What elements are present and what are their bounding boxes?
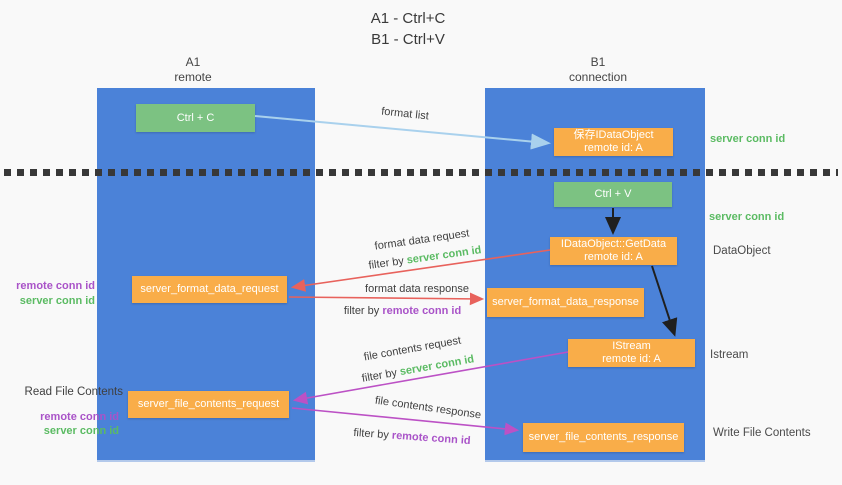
left-conn-labels-2: remote conn id server conn id	[0, 410, 119, 438]
label-file-contents-response: file contents response	[374, 394, 482, 422]
node-ctrl-c: Ctrl + C	[136, 104, 255, 132]
node-getdata: IDataObject::GetData remote id: A	[550, 237, 677, 265]
node-format-request: server_format_data_request	[132, 276, 287, 303]
diagram-title: A1 - Ctrl+C B1 - Ctrl+V	[308, 8, 508, 50]
left-column-name: A1	[185, 55, 201, 69]
node-getdata-line2: remote id: A	[584, 251, 643, 263]
label-dataobject: DataObject	[713, 245, 771, 257]
label-server-conn-id-1: server conn id	[19, 295, 95, 307]
right-column-name: B1	[590, 55, 606, 69]
node-file-request: server_file_contents_request	[128, 391, 289, 418]
right-column-header: B1 connection	[538, 55, 658, 85]
label-remote-conn-id-1: remote conn id	[16, 280, 95, 292]
label-filter-server-1-prefix: filter by	[367, 254, 408, 272]
label-read-file-contents: Read File Contents	[24, 386, 123, 398]
node-format-response-label: server_format_data_response	[492, 296, 639, 308]
label-filter-server-2-prefix: filter by	[360, 366, 401, 385]
label-filter-remote-2-prefix: filter by	[353, 426, 393, 442]
left-column-header: A1 remote	[133, 55, 253, 85]
node-save-dataobject-line2: remote id: A	[584, 142, 643, 154]
node-getdata-line1: IDataObject::GetData	[560, 238, 667, 250]
label-remote-conn-id-2: remote conn id	[40, 411, 119, 423]
node-ctrl-v-label: Ctrl + V	[594, 188, 632, 200]
node-format-request-label: server_format_data_request	[140, 283, 279, 295]
label-filter-remote-2-value: remote conn id	[391, 429, 471, 448]
label-filter-server-2-value: server conn id	[398, 353, 476, 379]
node-file-request-label: server_file_contents_request	[137, 398, 280, 410]
node-ctrl-v: Ctrl + V	[554, 182, 672, 207]
node-save-dataobject-line1: 保存IDataObject	[573, 129, 654, 141]
node-istream-line2: remote id: A	[602, 353, 661, 365]
left-column-subtitle: remote	[174, 70, 212, 84]
label-format-data-response: format data response	[365, 283, 469, 295]
node-file-response: server_file_contents_response	[523, 423, 684, 452]
label-filter-remote-1-prefix: filter by	[343, 305, 383, 317]
node-istream-line1: IStream	[612, 340, 651, 352]
label-server-conn-id-mid: server conn id	[709, 211, 785, 223]
label-filter-remote-1: filter by remote conn id	[335, 305, 470, 317]
label-write-file-contents: Write File Contents	[713, 427, 811, 439]
title-line-1: A1 - Ctrl+C	[370, 10, 446, 27]
label-filter-remote-1-value: remote conn id	[382, 305, 462, 317]
left-conn-labels-1: remote conn id server conn id	[0, 279, 95, 309]
node-ctrl-c-label: Ctrl + C	[176, 111, 215, 124]
right-column-subtitle: connection	[568, 70, 628, 84]
arrow-format-data-response	[288, 292, 485, 306]
node-format-response: server_format_data_response	[487, 288, 644, 317]
node-save-dataobject: 保存IDataObject remote id: A	[554, 128, 673, 156]
label-filter-remote-2: filter by remote conn id	[342, 426, 482, 448]
dashed-divider	[4, 169, 838, 176]
label-filter-server-1-value: server conn id	[405, 244, 483, 267]
label-server-conn-id-2: server conn id	[43, 425, 119, 437]
title-line-2: B1 - Ctrl+V	[371, 31, 445, 48]
label-server-conn-id-top: server conn id	[710, 133, 786, 145]
node-file-response-label: server_file_contents_response	[528, 431, 679, 443]
label-istream: Istream	[710, 349, 749, 361]
node-istream: IStream remote id: A	[568, 339, 695, 367]
label-format-list: format list	[380, 105, 430, 123]
